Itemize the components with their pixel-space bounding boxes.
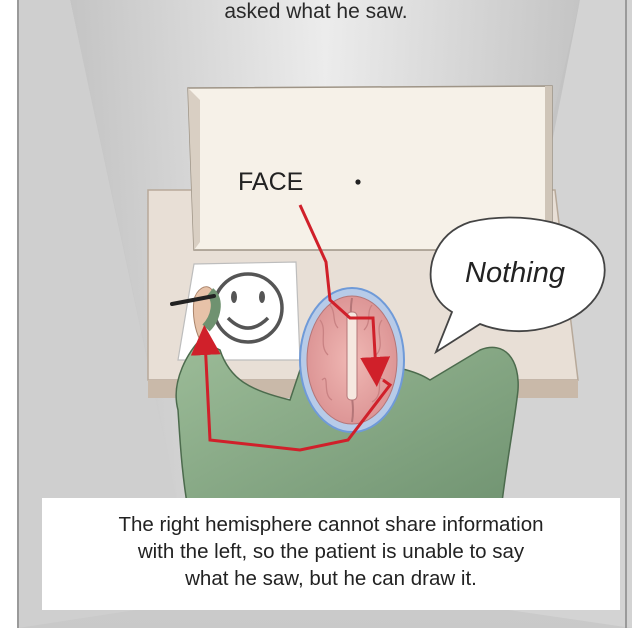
speech-bubble-text: Nothing bbox=[465, 257, 565, 289]
bottom-caption-line-3: what he saw, but he can draw it. bbox=[42, 565, 620, 592]
screen-word: FACE bbox=[238, 168, 303, 196]
bottom-caption-line-1: The right hemisphere cannot share inform… bbox=[42, 511, 620, 538]
corpus-callosum-cut bbox=[347, 312, 357, 400]
bottom-caption-line-2: with the left, so the patient is unable … bbox=[42, 538, 620, 565]
top-caption: asked what he saw. bbox=[0, 0, 632, 40]
fixation-dot bbox=[355, 179, 360, 184]
bottom-caption: The right hemisphere cannot share inform… bbox=[42, 498, 620, 610]
